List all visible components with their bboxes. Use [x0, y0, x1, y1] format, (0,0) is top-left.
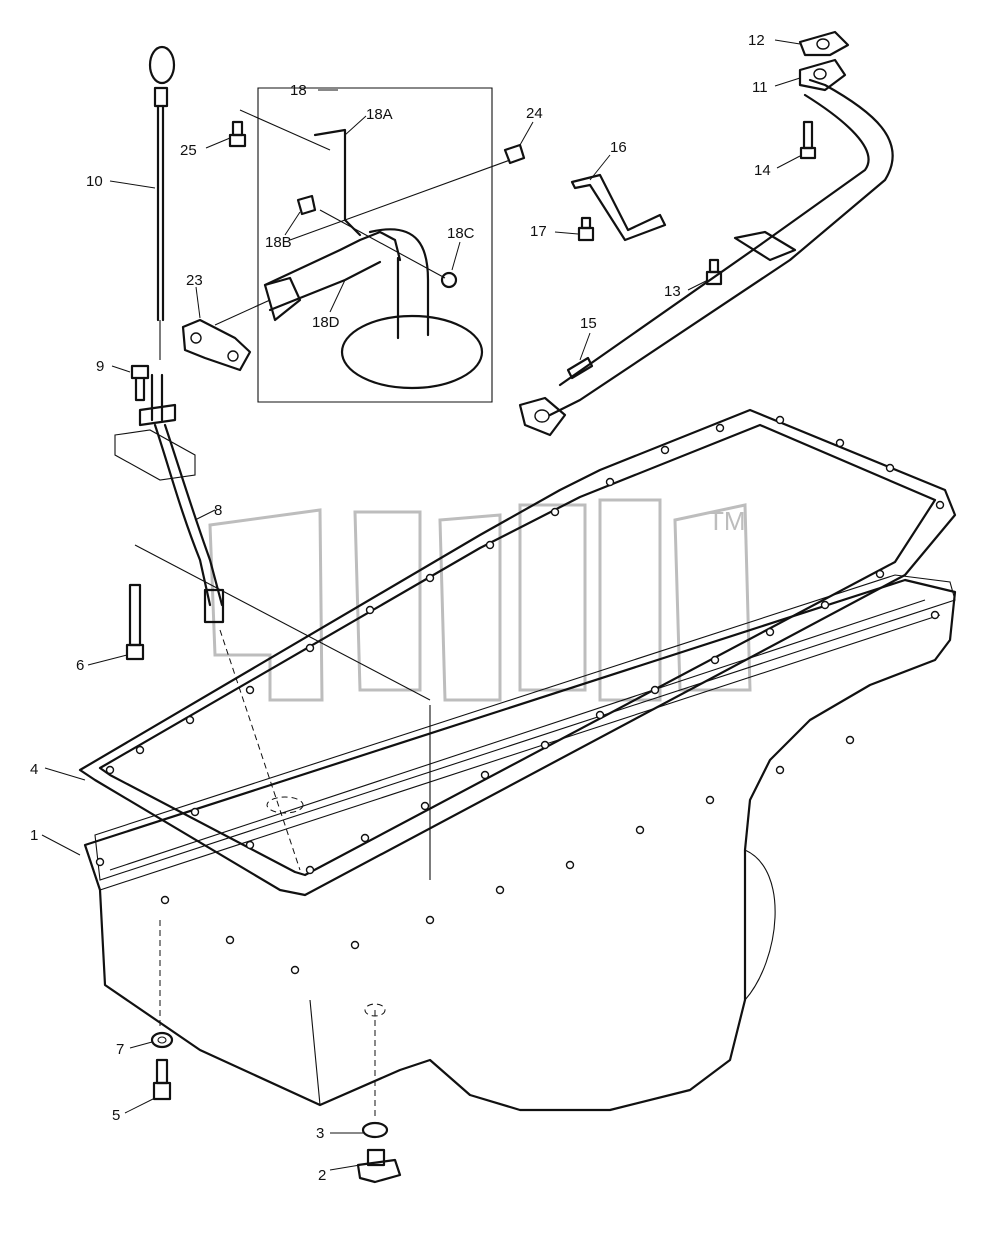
- callout-18: 18: [290, 82, 307, 99]
- callout-15: 15: [580, 315, 597, 332]
- callout-13: 13: [664, 283, 681, 300]
- oil-strainer: [263, 128, 484, 390]
- strainer-gasket-23: [181, 318, 252, 372]
- bolt-6: [125, 583, 145, 661]
- drain-plug-2: [356, 1148, 402, 1184]
- callout-18A: 18A: [366, 106, 393, 123]
- callout-17: 17: [530, 223, 547, 240]
- seal-ring-3: [361, 1121, 389, 1139]
- gasket-12: [798, 30, 850, 57]
- nut-18C: [440, 271, 458, 289]
- oil-pan-gasket: [78, 408, 957, 897]
- gasket-bolt-holes: [105, 415, 945, 875]
- bolt-18B: [296, 194, 317, 216]
- callout-8: 8: [214, 502, 222, 519]
- callout-1: 1: [30, 827, 38, 844]
- callout-18C: 18C: [447, 225, 475, 242]
- leader-lines: [41, 39, 801, 1171]
- callout-18D: 18D: [312, 314, 340, 331]
- dipstick: [148, 45, 176, 360]
- bolt-13: [705, 258, 723, 286]
- callout-3: 3: [316, 1125, 324, 1142]
- callout-11: 11: [752, 79, 768, 96]
- callout-labels: 1 2 3 4 5 6 7 8 9 10 11 12 13 14 15 16 1…: [30, 32, 771, 1184]
- callout-12: 12: [748, 32, 765, 49]
- callout-14: 14: [754, 162, 771, 179]
- bolt-24: [503, 143, 526, 165]
- callout-9: 9: [96, 358, 104, 375]
- bolt-25: [228, 120, 247, 148]
- callout-2: 2: [318, 1167, 326, 1184]
- flange-11: [798, 58, 847, 92]
- oil-pipe: [538, 78, 894, 422]
- callout-16: 16: [610, 139, 627, 156]
- watermark-tm: TM: [708, 506, 746, 536]
- pipe-end-flange: [518, 396, 567, 437]
- callout-18B: 18B: [265, 234, 292, 251]
- callout-10: 10: [86, 173, 103, 190]
- callout-25: 25: [180, 142, 197, 159]
- bracket-16: [570, 173, 667, 242]
- callout-7: 7: [116, 1041, 124, 1058]
- callout-23: 23: [186, 272, 203, 289]
- watermark-logo: [208, 498, 752, 702]
- washer-7: [150, 1031, 174, 1049]
- callout-5: 5: [112, 1107, 120, 1124]
- bolt-5: [152, 1058, 172, 1101]
- pan-flange-bolt-holes: [95, 610, 940, 975]
- strainer-assembly-box: [257, 87, 493, 403]
- dipstick-tube: [114, 373, 225, 624]
- callout-4: 4: [30, 761, 38, 778]
- callout-24: 24: [526, 105, 543, 122]
- bolt-9: [130, 364, 150, 402]
- reference-lines: [134, 109, 511, 1120]
- bolt-17: [577, 216, 595, 242]
- bolt-14: [799, 120, 817, 160]
- callout-6: 6: [76, 657, 84, 674]
- bolt-15: [566, 356, 594, 380]
